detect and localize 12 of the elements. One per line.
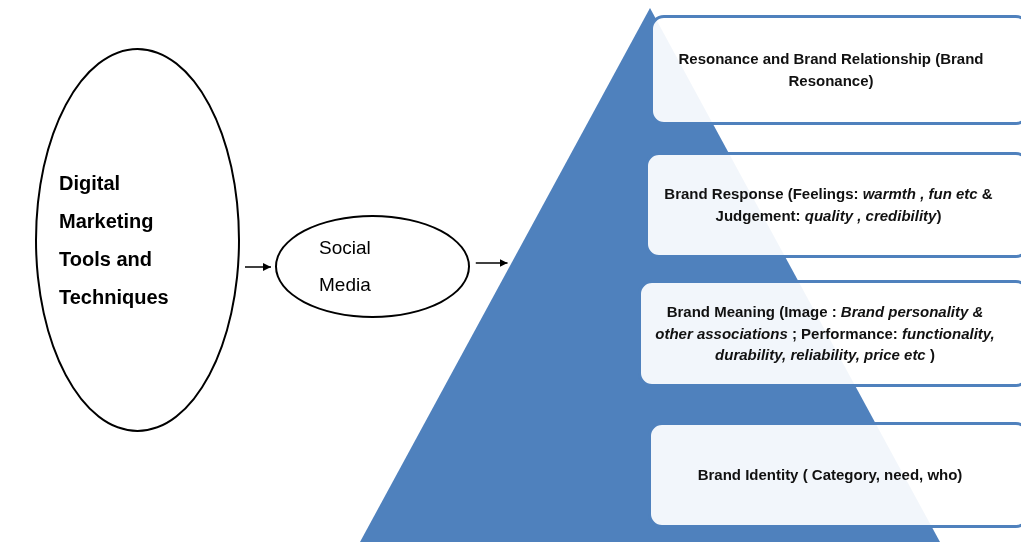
level-card [645,152,1021,258]
level-label: Resonance and Brand Relationship (Brand Resonance) [677,49,985,91]
level-card [648,422,1021,528]
ellipse-label: Social Media [319,236,372,297]
level-card [650,15,1021,125]
level-label: Brand Response (Feelings: warmth , fun etc & Judgement: quality , credibility) [663,184,994,226]
level-label: Brand Identity ( Category, need, who) [696,465,964,486]
level-label: Brand Meaning (Image : Brand personality & other associations ; Performance: functionality, durability, reliability, price etc ) [655,301,995,366]
arrow [475,259,509,267]
level-card [638,280,1021,387]
arrow [244,263,272,271]
ellipse-label: Digital Marketing Tools and Techniques [59,171,169,310]
